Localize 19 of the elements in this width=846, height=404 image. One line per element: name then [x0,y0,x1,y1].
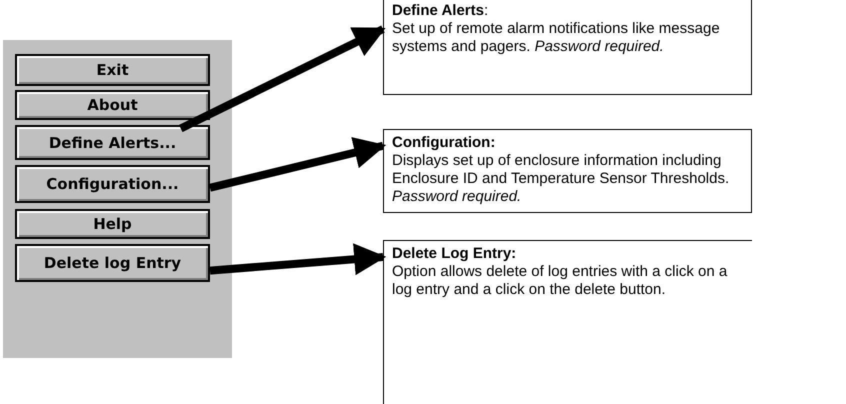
button: About [15,90,210,120]
callout-box [383,240,752,404]
callout-heading: Configuration: [392,134,496,152]
callout-text: Displays set up of enclosure information including Enclosure ID and Temperature Sensor Thresholds. Password required. [392,152,730,206]
button: Help [15,209,210,239]
arrow [209,137,386,192]
callout-box [383,0,752,95]
callout-heading: Define Alerts: [392,2,490,20]
callout-heading: Delete Log Entry: [392,245,518,263]
button: Configuration... [15,165,210,203]
button: Delete log Entry [15,244,210,282]
button: Exit [15,54,210,86]
callout-text: Option allows delete of log entries with a click on a log entry and a click on the delete button. [392,263,728,299]
button-panel [3,40,232,358]
arrow [210,243,386,276]
callout-box [383,129,752,213]
arrow [178,25,386,132]
callout-text: Set up of remote alarm notifications like message systems and pagers. Password required. [392,20,721,56]
button: Define Alerts... [15,125,210,160]
